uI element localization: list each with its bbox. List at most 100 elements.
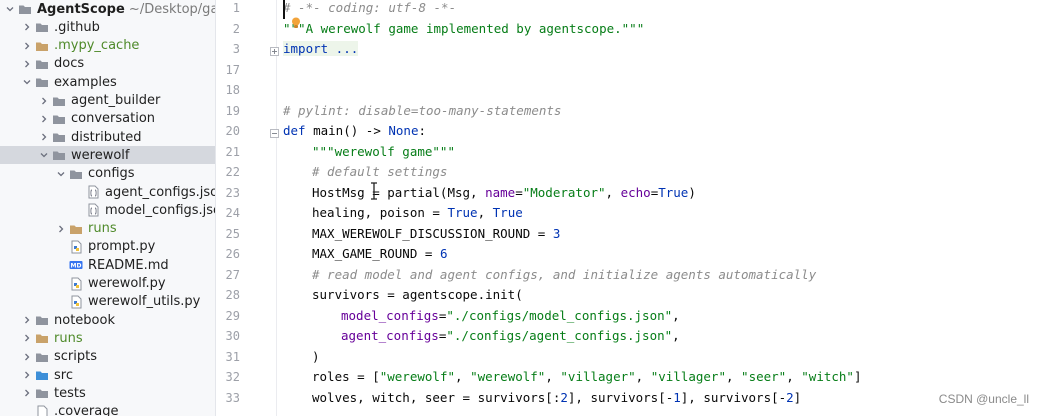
tree-item-label: agent_configs.json xyxy=(105,184,216,200)
tree-item-label: docs xyxy=(54,56,85,72)
chevron-right-icon[interactable] xyxy=(23,60,31,68)
code-line[interactable]: survivors = agentscope.init( xyxy=(312,285,523,305)
tree-item-github[interactable]: .github xyxy=(0,18,215,36)
chevron-right-icon[interactable] xyxy=(23,371,31,379)
tree-item-model-configs-json[interactable]: model_configs.json xyxy=(0,201,215,219)
lightbulb-intention-icon[interactable] xyxy=(291,17,301,29)
code-line[interactable]: ) xyxy=(312,347,320,367)
code-line[interactable]: model_configs="./configs/model_configs.j… xyxy=(341,306,680,326)
python-file-icon xyxy=(69,240,83,254)
tree-item-agent-configs-json[interactable]: agent_configs.json xyxy=(0,183,215,201)
tree-item-examples[interactable]: examples xyxy=(0,73,215,91)
tree-item-scripts[interactable]: scripts xyxy=(0,348,215,366)
tree-item-label: model_configs.json xyxy=(105,202,215,218)
tree-item-tests[interactable]: tests xyxy=(0,384,215,402)
code-line[interactable]: import ... xyxy=(283,39,359,59)
folder-icon xyxy=(35,386,49,400)
code-line[interactable]: healing, poison = True, True xyxy=(312,203,523,223)
code-token: 3 xyxy=(552,225,561,241)
chevron-down-icon[interactable] xyxy=(23,78,31,86)
line-number: 3 xyxy=(232,42,240,56)
chevron-down-icon[interactable] xyxy=(40,151,48,159)
chevron-down-icon[interactable] xyxy=(57,170,65,178)
tree-item-label: examples xyxy=(54,74,117,90)
code-editor[interactable]: # -*- coding: utf-8 -*-"""A werewolf gam… xyxy=(283,0,1043,416)
code-token: survivors = agentscope.init( xyxy=(312,287,523,302)
code-token: "./configs/model_configs.json" xyxy=(446,307,673,323)
code-token: , xyxy=(605,184,621,200)
tree-item-werewolf-py[interactable]: werewolf.py xyxy=(0,275,215,293)
code-line[interactable]: MAX_WEREWOLF_DISCUSSION_ROUND = 3 xyxy=(312,224,560,244)
code-line[interactable]: agent_configs="./configs/agent_configs.j… xyxy=(341,326,680,346)
tree-item-agentscope[interactable]: AgentScope ~/Desktop/game_ xyxy=(0,0,215,18)
code-token: , xyxy=(635,369,651,384)
chevron-right-icon[interactable] xyxy=(40,97,48,105)
tree-item-label: prompt.py xyxy=(88,239,156,255)
tree-item-docs[interactable]: docs xyxy=(0,55,215,73)
code-token: "seer" xyxy=(741,369,787,384)
code-token: ] xyxy=(853,369,862,384)
tree-item-label: conversation xyxy=(71,111,156,127)
fold-plus-icon[interactable] xyxy=(270,47,279,56)
tree-item-distributed[interactable]: distributed xyxy=(0,128,215,146)
tree-item-agent-builder[interactable]: agent_builder xyxy=(0,92,215,110)
tree-item-coverage[interactable]: .coverage xyxy=(0,403,215,416)
code-token: ], survivors[- xyxy=(567,389,674,405)
code-token: , xyxy=(725,369,742,384)
chevron-right-icon[interactable] xyxy=(57,225,65,233)
tree-item-werewolf-utils-py[interactable]: werewolf_utils.py xyxy=(0,293,215,311)
line-number: 27 xyxy=(225,267,240,282)
line-number: 19 xyxy=(225,103,240,118)
chevron-down-icon[interactable] xyxy=(6,5,14,13)
tree-item-src[interactable]: src xyxy=(0,366,215,384)
line-number: 33 xyxy=(225,390,240,405)
collapsed-imports[interactable]: import ... xyxy=(283,41,359,56)
code-line[interactable]: # default settings xyxy=(312,162,447,182)
tree-item-mypy-cache[interactable]: .mypy_cache xyxy=(0,37,215,55)
code-token: None xyxy=(388,123,419,138)
code-line[interactable]: roles = ["werewolf", "werewolf", "villag… xyxy=(312,367,861,387)
json-file-icon xyxy=(86,185,100,199)
code-line[interactable]: """werewolf game""" xyxy=(312,142,455,162)
code-token: True xyxy=(658,184,689,200)
code-line[interactable]: MAX_GAME_ROUND = 6 xyxy=(312,244,447,264)
tree-item-werewolf[interactable]: werewolf xyxy=(0,146,215,165)
tree-item-label: agent_builder xyxy=(71,93,161,108)
code-line[interactable]: HostMsg = partial(Msg, name="Moderator",… xyxy=(312,183,696,203)
line-number: 30 xyxy=(225,329,240,343)
tree-item-prompt-py[interactable]: prompt.py xyxy=(0,238,215,256)
code-token: """werewolf game""" xyxy=(312,143,455,159)
chevron-right-icon[interactable] xyxy=(23,42,31,50)
tree-item-configs[interactable]: configs xyxy=(0,165,215,183)
tree-item-label: .github xyxy=(54,19,100,35)
line-number: 28 xyxy=(225,288,240,302)
code-line[interactable]: # pylint: disable=too-many-statements xyxy=(283,101,561,121)
chevron-right-icon[interactable] xyxy=(23,353,31,361)
chevron-right-icon[interactable] xyxy=(23,23,31,31)
code-token: "werewolf" xyxy=(470,369,546,384)
code-token: 1 xyxy=(673,389,681,405)
chevron-right-icon[interactable] xyxy=(40,115,48,123)
code-line[interactable]: def main() -> None: xyxy=(283,121,426,141)
chevron-right-icon[interactable] xyxy=(40,133,48,141)
line-number: 17 xyxy=(225,62,240,77)
code-line[interactable]: wolves, witch, seer = survivors[:2], sur… xyxy=(312,388,801,408)
line-number: 29 xyxy=(225,308,240,323)
code-token: healing, poison = xyxy=(312,205,448,220)
chevron-right-icon[interactable] xyxy=(23,389,31,397)
tree-item-runs[interactable]: runs xyxy=(0,329,215,347)
tree-item-label: src xyxy=(54,367,73,383)
tree-item-conversation[interactable]: conversation xyxy=(0,110,215,128)
tree-item-notebook[interactable]: notebook xyxy=(0,311,215,329)
chevron-right-icon[interactable] xyxy=(23,316,31,324)
code-line[interactable]: """A werewolf game implemented by agents… xyxy=(283,19,644,39)
excluded-folder-icon xyxy=(69,222,83,236)
tree-item-runs[interactable]: runs xyxy=(0,220,215,238)
code-line[interactable]: # -*- coding: utf-8 -*- xyxy=(283,0,456,18)
code-line[interactable]: # read model and agent configs, and init… xyxy=(312,265,816,285)
code-token: , xyxy=(477,205,493,220)
tree-item-label: werewolf_utils.py xyxy=(88,294,201,310)
fold-minus-icon[interactable] xyxy=(270,129,279,138)
chevron-right-icon[interactable] xyxy=(23,334,31,342)
